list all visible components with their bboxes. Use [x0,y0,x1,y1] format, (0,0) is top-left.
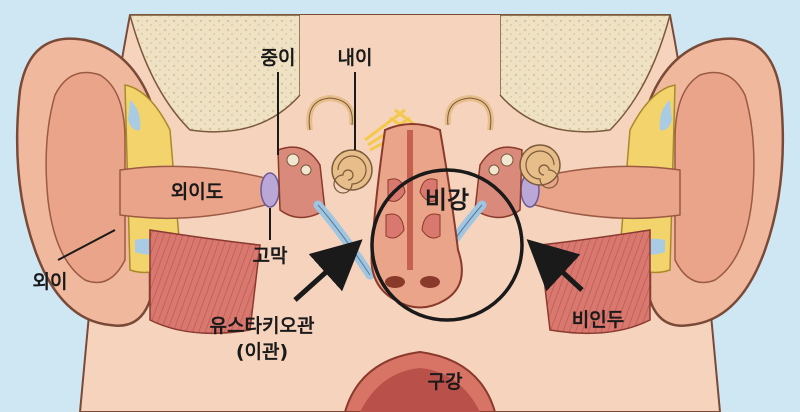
left-cartilage-1 [128,100,141,131]
left-eustachian-tube-outline [317,204,371,276]
left-ossicle-2 [300,164,312,176]
label-outer-ear: 외이 [33,271,68,293]
forehead-area [300,15,500,132]
label-ear-canal: 외이도 [171,181,223,203]
right-cartilage-1 [659,100,672,131]
nasopharynx-arrow [526,239,584,292]
right-ossicle-2 [488,164,500,176]
left-nostril [385,276,405,288]
label-middle-ear: 중이 [261,47,296,69]
right-turbinate-2 [421,213,441,239]
left-ossicle [286,153,300,167]
right-pinna-inner [674,71,755,284]
right-turbinate [419,178,438,202]
nasal-cavity-circle [370,168,524,322]
left-turbinate-2 [385,213,405,239]
label-eardrum: 고막 [253,245,288,267]
label-nasal-cavity: 비강 [425,186,469,214]
label-eustachian-tube-alt: (이관) [236,341,288,363]
skull-bone-left [129,14,301,133]
label-oral-cavity: 구강 [428,371,463,393]
outer-ear-leader [57,229,116,261]
right-nostril [420,276,440,288]
right-ossicle [500,153,514,167]
left-pinna-inner [45,71,126,284]
eustachian-tube-arrow [293,239,363,302]
right-semicircular-canal-outline [447,97,492,131]
left-cochlea-spiral [333,155,367,194]
left-semicircular-canal-outline [308,97,353,131]
left-eardrum [260,172,280,208]
label-eustachian-tube: 유스타키오관 [210,315,315,337]
left-muscle [149,229,261,335]
label-inner-ear: 내이 [338,47,373,69]
skull-bone-right [499,14,671,133]
right-cochlea-spiral [525,150,559,189]
label-nasopharynx: 비인두 [572,309,624,331]
oral-cavity-inner [360,368,480,412]
